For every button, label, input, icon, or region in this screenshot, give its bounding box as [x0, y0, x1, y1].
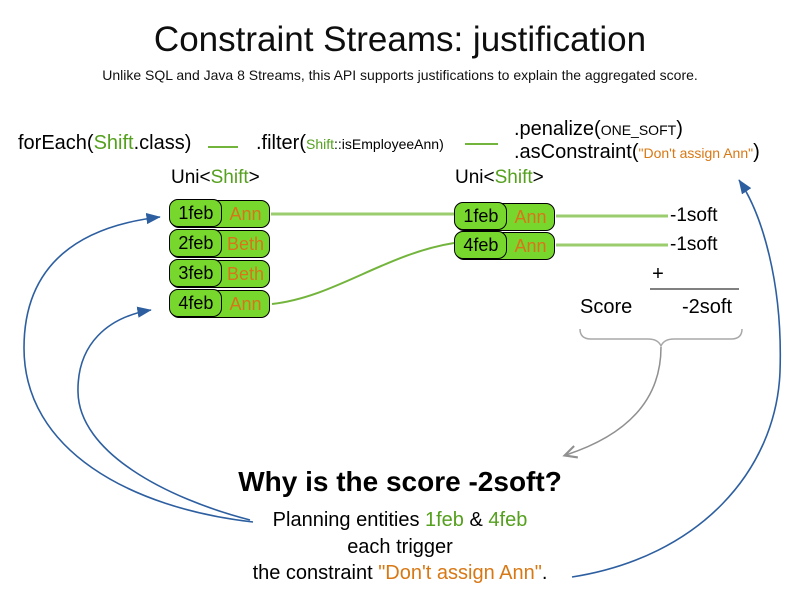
score-to-why-arrow — [562, 346, 662, 459]
why-line-1: Planning entities 1feb & 4feb — [272, 509, 528, 531]
shift-row-4feb: Ann 4feb — [169, 289, 270, 318]
date-cell: 1feb — [454, 202, 508, 231]
entity-1feb-ref: 1feb — [425, 509, 464, 531]
penalize-arg: ONE_SOFT — [600, 122, 677, 138]
shift-row-3feb: Beth 3feb — [169, 259, 270, 288]
asconstraint-arg: "Don't assign Ann" — [638, 145, 754, 161]
employee-cell: Ann — [514, 235, 547, 256]
why-to-4feb-arrow — [77, 306, 251, 521]
constraint-name-ref: "Don't assign Ann" — [378, 562, 542, 584]
score-brace — [579, 328, 743, 348]
foreach-pre: forEach( — [18, 132, 94, 154]
asconstraint-call: .asConstraint("Don't assign Ann") — [514, 141, 760, 164]
match1-score: -1soft — [670, 205, 718, 226]
date-cell: 4feb — [454, 231, 508, 260]
date-cell: 1feb — [169, 199, 223, 228]
date-cell: 4feb — [169, 289, 223, 318]
foreach-call: forEach(Shift.class) — [18, 132, 191, 155]
employee-cell: Ann — [514, 206, 547, 227]
constraint-reference-arrow — [571, 179, 782, 578]
penalize-pre: .penalize( — [514, 118, 601, 140]
entity-4feb-ref: 4feb — [488, 509, 528, 531]
employee-cell: Ann — [229, 203, 262, 224]
filter-call: .filter(Shift::isEmployeeAnn) — [256, 132, 444, 155]
employee-cell: Ann — [229, 293, 262, 314]
score-label: Score — [580, 296, 633, 318]
why-heading: Why is the score -2soft? — [238, 466, 562, 497]
plus-sign: + — [652, 263, 664, 285]
date-cell: 2feb — [169, 229, 223, 258]
page-subtitle: Unlike SQL and Java 8 Streams, this API … — [102, 67, 698, 83]
shift-row-1feb: Ann 1feb — [169, 199, 270, 228]
match2-score: -1soft — [670, 234, 718, 255]
asconstraint-pre: .asConstraint( — [514, 141, 639, 163]
penalize-call: .penalize(ONE_SOFT) — [514, 118, 683, 141]
penalize-post: ) — [676, 118, 683, 140]
uni-shift-label-left: Uni<Shift> — [171, 167, 260, 188]
asconstraint-post: ) — [753, 141, 760, 163]
why-to-1feb-arrow — [23, 213, 254, 523]
uni-shift-label-right: Uni<Shift> — [455, 167, 544, 188]
shift-row-2feb: Beth 2feb — [169, 229, 270, 258]
total-score: -2soft — [682, 296, 733, 318]
foreach-post: .class) — [133, 132, 192, 154]
employee-cell: Beth — [226, 263, 265, 284]
filter-class: Shift — [306, 136, 335, 152]
employee-cell: Beth — [226, 233, 265, 254]
filtered-row-4feb: Ann 4feb — [454, 231, 555, 260]
filter-post: ::isEmployeeAnn) — [334, 136, 444, 152]
page-title: Constraint Streams: justification — [153, 20, 647, 59]
match-line-4feb — [271, 242, 455, 305]
date-cell: 3feb — [169, 259, 223, 288]
filter-pre: .filter( — [256, 132, 306, 154]
why-line-2: each trigger — [347, 536, 453, 558]
why-line-3: the constraint "Don't assign Ann". — [252, 562, 548, 584]
filtered-row-1feb: Ann 1feb — [454, 202, 555, 231]
foreach-class: Shift — [93, 132, 134, 154]
